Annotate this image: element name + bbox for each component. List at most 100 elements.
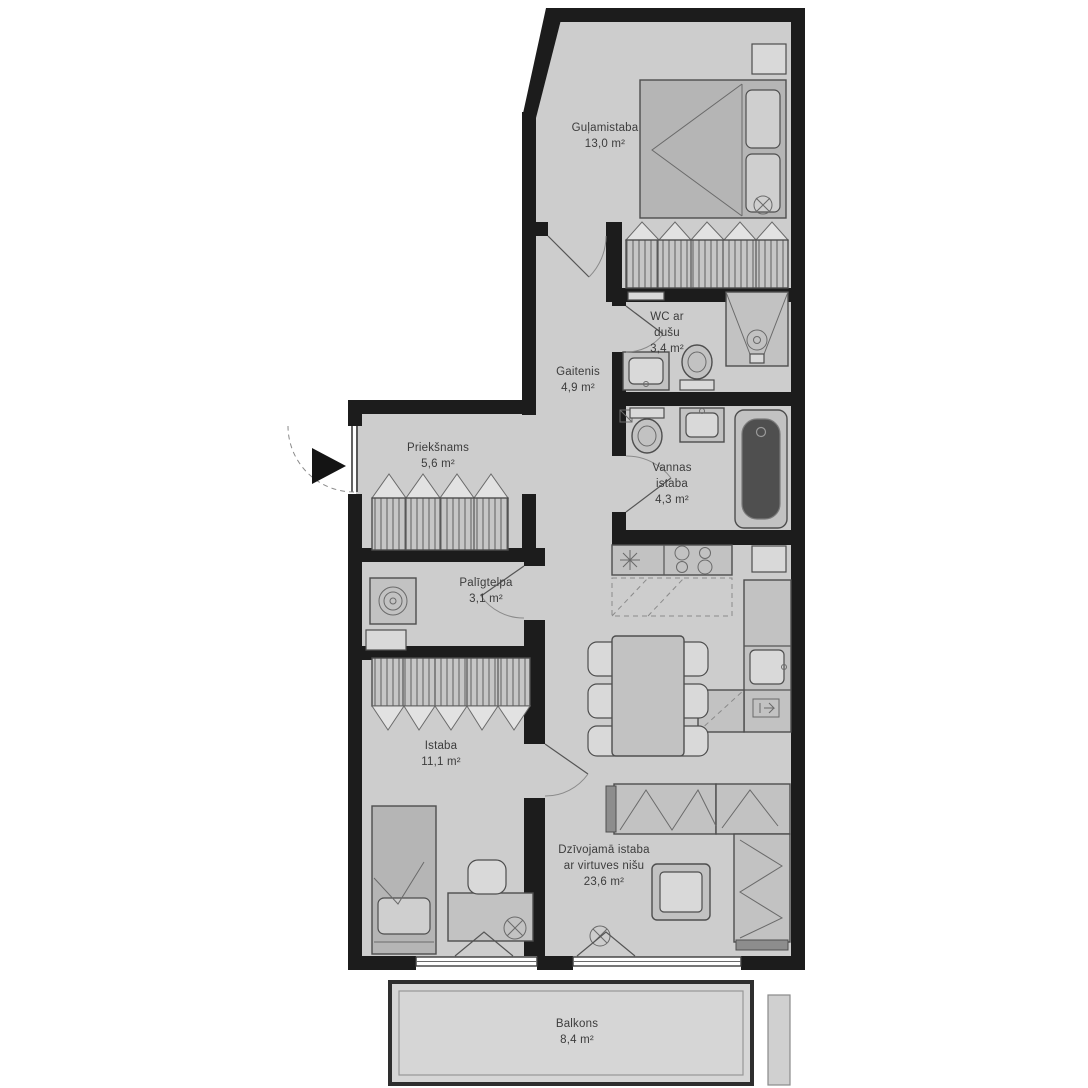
room-name: WC ar	[650, 311, 684, 323]
wall-bottom-b	[537, 956, 573, 970]
room-name: Istaba	[424, 740, 458, 752]
wall-top	[546, 8, 805, 22]
room-label-utility: Palīgtelpa 3,1 m²	[459, 575, 512, 607]
wall-entry-top	[348, 400, 536, 414]
double-bed	[639, 79, 787, 219]
room-area: 4,9 m²	[561, 382, 595, 394]
room-label-room: Istaba 11,1 m²	[421, 738, 461, 770]
room-area: 3,4 m²	[650, 343, 684, 355]
hob-icon	[674, 545, 713, 575]
wc-sink	[622, 351, 670, 391]
wall-bath-bottom	[612, 530, 791, 545]
room-wardrobe	[371, 657, 531, 731]
towel-rail	[627, 291, 665, 301]
room-name-2: dušu	[654, 327, 680, 339]
utility-door	[480, 565, 525, 619]
room-door	[544, 743, 589, 797]
room-name: Guļamistaba	[571, 122, 639, 134]
blanket-fold	[651, 83, 743, 217]
room-label-bathroom: Vannas istaba 4,3 m²	[652, 460, 691, 508]
kitchen-sink-icon	[620, 550, 640, 570]
entry-wardrobe	[371, 473, 509, 551]
wc-fixtures	[622, 291, 789, 391]
wall-left-a	[348, 400, 362, 426]
room-label-entry: Priekšnams 5,6 m²	[407, 440, 469, 472]
balcony-door-room	[454, 931, 514, 957]
room-area: 13,0 m²	[584, 138, 626, 150]
shaft	[751, 545, 787, 573]
room-area: 11,1 m²	[421, 756, 461, 768]
kitchen-counter-top	[611, 544, 733, 576]
fridge-icon	[752, 698, 780, 718]
bathroom-door	[625, 455, 672, 513]
room-name: Palīgtelpa	[459, 577, 513, 589]
bedroom-furniture	[547, 43, 790, 289]
entrance-arrow-icon	[312, 448, 346, 484]
room-label-balcony: Balkons 8,4 m²	[556, 1016, 598, 1048]
sofa-corner	[605, 783, 791, 951]
utility-fixtures	[365, 565, 525, 651]
wall-wc-bath	[612, 392, 791, 406]
room-name: Dzīvojamā istaba	[558, 844, 650, 856]
room-name: Priekšnams	[406, 442, 470, 454]
room-area: 8,4 m²	[560, 1034, 594, 1046]
kitchen-sink2	[749, 649, 785, 685]
room-label-bedroom: Guļamistaba 13,0 m²	[572, 120, 639, 152]
room-name: Balkons	[555, 1018, 599, 1030]
entry-furniture	[287, 425, 509, 551]
bedroom-door	[547, 235, 607, 278]
bathroom-fixtures	[619, 407, 788, 529]
room-label-hallway: Gaitenis 4,9 m²	[556, 364, 600, 396]
washing-machine	[369, 577, 417, 625]
bathtub	[734, 409, 788, 529]
entrance-door	[287, 425, 358, 493]
room-name-2: istaba	[656, 478, 688, 490]
room-furniture	[371, 657, 589, 955]
room-area: 3,1 m²	[469, 593, 503, 605]
wall-wardrobe-niche	[606, 222, 622, 302]
bath-sink	[679, 407, 725, 443]
wc-door	[625, 305, 664, 353]
desk	[447, 892, 534, 942]
duct	[365, 629, 407, 651]
room-area: 4,3 m²	[655, 494, 689, 506]
bath-toilet	[629, 407, 665, 454]
balcony	[388, 980, 791, 1086]
ceiling-lamp-icon	[753, 195, 773, 215]
pillow	[745, 153, 781, 213]
desk-chair	[467, 859, 507, 895]
shower	[725, 291, 789, 367]
room-area: 5,6 m²	[421, 458, 455, 470]
kitchen	[611, 544, 792, 733]
wall-bottom-a	[348, 956, 416, 970]
single-bed	[371, 805, 437, 955]
dining-table	[611, 635, 685, 757]
wall-living-b	[524, 620, 545, 744]
room-label-living: Dzīvojamā istaba ar virtuves nišu 23,6 m…	[558, 842, 649, 890]
pillow	[377, 897, 431, 935]
room-name: Vannas	[652, 462, 692, 474]
wall-wet-a	[612, 288, 626, 306]
room-area: 23,6 m²	[583, 876, 625, 888]
wc-toilet	[679, 344, 715, 391]
wall-bedroom-a	[536, 222, 548, 236]
balcony-door-living	[576, 931, 636, 957]
pillow	[745, 89, 781, 149]
coffee-table	[651, 863, 711, 921]
wall-bottom-c	[741, 956, 805, 970]
sofa-armrest	[735, 939, 789, 951]
dining-set	[587, 635, 709, 757]
bedroom-wardrobe	[624, 221, 790, 289]
room-name: Gaitenis	[556, 366, 600, 378]
room-label-wc: WC ar dušu 3,4 m²	[650, 309, 684, 357]
sofa-armrest	[605, 785, 617, 833]
kitchen-counter-right	[697, 579, 792, 733]
room-name-2: ar virtuves nišu	[563, 860, 645, 872]
wall-left-b	[348, 494, 362, 970]
wall-right	[791, 8, 805, 970]
wall-living-a	[524, 548, 545, 566]
balcony-openings	[415, 931, 742, 967]
wall-top-diagonal	[522, 8, 564, 118]
